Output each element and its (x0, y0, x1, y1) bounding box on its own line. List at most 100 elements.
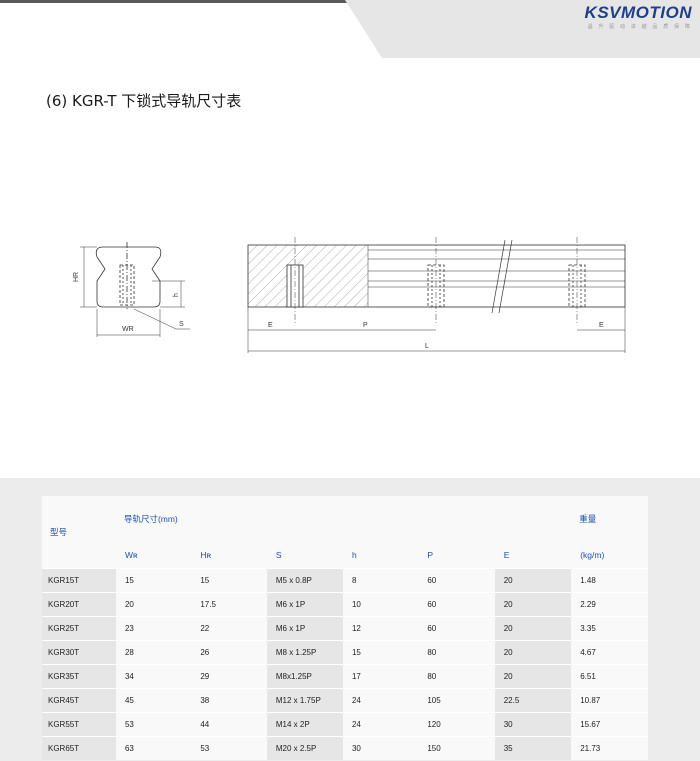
cell-e: 22.5 (494, 688, 572, 712)
cell-s: M12 x 1.75P (266, 688, 343, 712)
cell-wr: 20 (115, 592, 192, 616)
cell-hr: 22 (191, 616, 267, 640)
cell-weight: 10.87 (571, 688, 648, 712)
cell-hr: 26 (191, 640, 267, 664)
cell-wr: 15 (115, 568, 192, 592)
cell-p: 105 (418, 688, 495, 712)
cell-s: M5 x 0.8P (266, 568, 343, 592)
cell-model: KGR25T (42, 616, 116, 640)
cell-h: 10 (342, 592, 419, 616)
cell-h: 30 (342, 736, 419, 760)
cell-wr: 63 (115, 736, 192, 760)
rail-cross-section (80, 242, 190, 337)
cell-weight: 21.73 (571, 736, 648, 760)
cell-h: 15 (342, 640, 419, 664)
cell-h: 17 (342, 664, 419, 688)
cell-s: M6 x 1P (266, 616, 343, 640)
wr-label: WR (122, 326, 134, 333)
cell-e: 20 (494, 640, 572, 664)
cell-hr: 29 (191, 664, 267, 688)
cell-model: KGR30T (42, 640, 116, 664)
cell-model: KGR45T (42, 688, 116, 712)
cell-wr: 45 (115, 688, 192, 712)
cell-p: 60 (418, 568, 495, 592)
cell-e: 20 (494, 568, 572, 592)
cell-s: M20 x 2.5P (266, 736, 343, 760)
cell-h: 12 (342, 616, 419, 640)
cell-weight: 3.35 (571, 616, 648, 640)
dimension-table-section: 型号 导轨尺寸(mm) 重量 Wʀ Hʀ S h P E (kg/m) KGR1… (0, 478, 700, 761)
page-title: (6) KGR-T 下锁式导轨尺寸表 (46, 92, 242, 110)
s-label: S (179, 321, 184, 328)
table-header-row: 型号 导轨尺寸(mm) 重量 (42, 496, 648, 568)
cell-weight: 4.67 (571, 640, 648, 664)
hr-label: HR (73, 272, 80, 282)
cell-model: KGR35T (42, 664, 116, 688)
cell-p: 80 (418, 664, 495, 688)
model-header: 型号 (42, 496, 116, 568)
brand-tagline: 昌 升 驱 动 卓 越 品 质 保 障 (587, 24, 692, 30)
cell-s: M14 x 2P (266, 712, 343, 736)
col-header-s: S (266, 542, 343, 568)
col-header-hr: Hʀ (191, 542, 267, 568)
cell-hr: 44 (191, 712, 267, 736)
cell-wr: 23 (115, 616, 192, 640)
cell-model: KGR20T (42, 592, 116, 616)
e-label-left: E (268, 322, 273, 329)
l-label: L (425, 343, 429, 350)
cell-e: 20 (494, 664, 572, 688)
cell-wr: 34 (115, 664, 192, 688)
brand-logo-text: KSVMOTION (584, 3, 692, 22)
cell-h: 24 (342, 712, 419, 736)
e-label-right: E (599, 322, 604, 329)
rail-drawing: HR h WR S E (73, 237, 626, 353)
page-header: KSVMOTION 昌 升 驱 动 卓 越 品 质 保 障 (0, 0, 700, 60)
weight-header: 重量 (571, 496, 648, 542)
header-shapes (0, 0, 700, 58)
cell-p: 150 (418, 736, 495, 760)
cell-p: 60 (418, 592, 495, 616)
h-label: h (173, 293, 180, 297)
cell-hr: 17.5 (191, 592, 267, 616)
cell-p: 60 (418, 616, 495, 640)
cell-wr: 53 (115, 712, 192, 736)
cell-wr: 28 (115, 640, 192, 664)
cell-h: 8 (342, 568, 419, 592)
cell-model: KGR55T (42, 712, 116, 736)
cell-model: KGR65T (42, 736, 116, 760)
col-header-weight-unit: (kg/m) (571, 542, 648, 568)
table-subheader-row: Wʀ Hʀ S h P E (kg/m) (42, 542, 648, 568)
dimension-group-header: 导轨尺寸(mm) (115, 496, 572, 542)
col-header-wr: Wʀ (115, 542, 192, 568)
cell-p: 80 (418, 640, 495, 664)
cell-hr: 53 (191, 736, 267, 760)
cell-weight: 15.67 (571, 712, 648, 736)
cell-model: KGR15T (42, 568, 116, 592)
cell-e: 35 (494, 736, 572, 760)
rail-side-view (247, 237, 626, 353)
cell-hr: 38 (191, 688, 267, 712)
cell-s: M8 x 1.25P (266, 640, 343, 664)
cell-hr: 15 (191, 568, 267, 592)
cell-e: 20 (494, 616, 572, 640)
cell-weight: 2.29 (571, 592, 648, 616)
brand-logo: KSVMOTION 昌 升 驱 动 卓 越 品 质 保 障 (585, 3, 692, 30)
cell-weight: 1.48 (571, 568, 648, 592)
cell-e: 30 (494, 712, 572, 736)
col-header-h: h (342, 542, 419, 568)
p-label: P (363, 322, 368, 329)
cell-p: 120 (418, 712, 495, 736)
cell-s: M8x1.25P (266, 664, 343, 688)
dimension-table: 型号 导轨尺寸(mm) 重量 Wʀ Hʀ S h P E (kg/m) KGR1… (42, 496, 648, 760)
cell-s: M6 x 1P (266, 592, 343, 616)
col-header-e: E (494, 542, 572, 568)
